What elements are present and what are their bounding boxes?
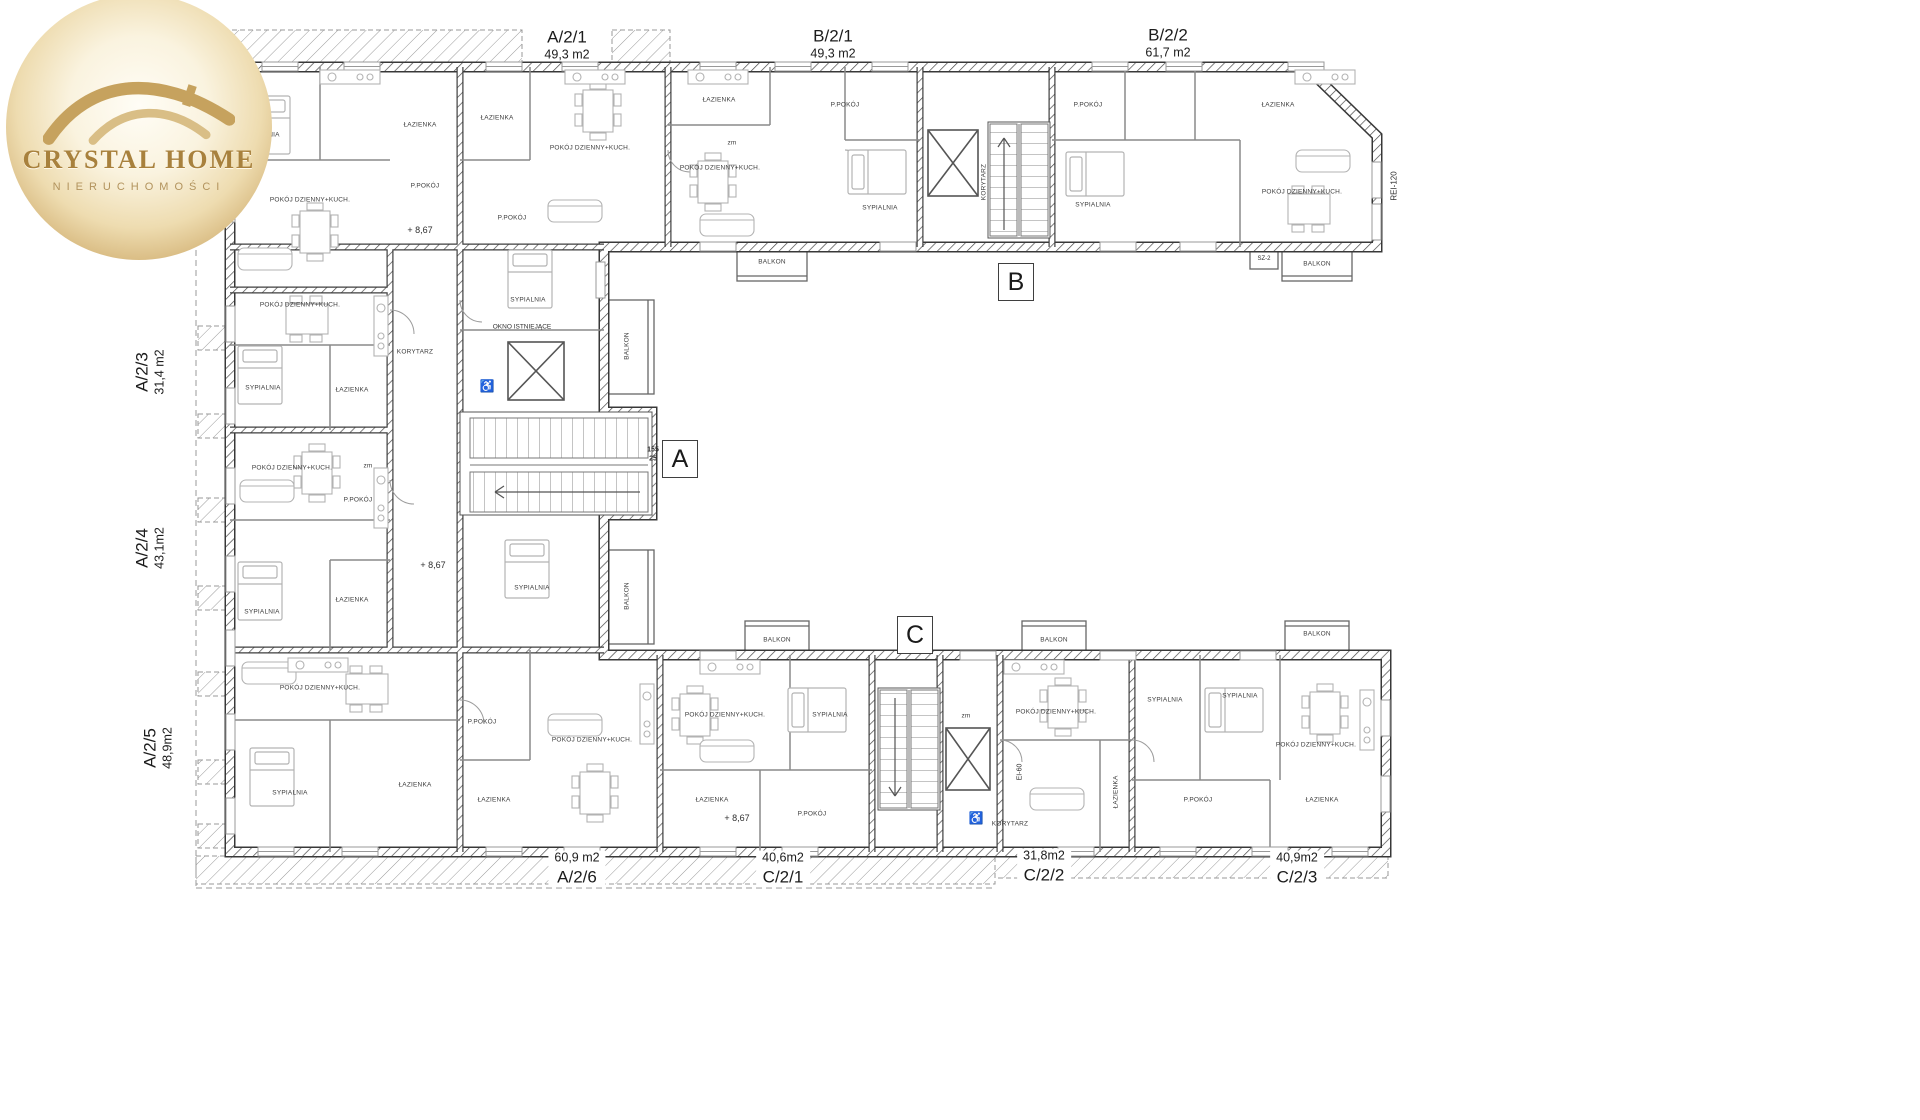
room-label: SYPIALNIA xyxy=(1075,201,1111,209)
room-label: SYPIALNIA xyxy=(1147,696,1183,704)
room-label: KORYTARZ xyxy=(991,820,1029,828)
windows xyxy=(225,61,1391,857)
unit-label-a23: A/2/3 31,4 m2 xyxy=(132,349,167,395)
room-label: POKÓJ DZIENNY+KUCH. xyxy=(269,196,351,204)
room-label: ŁAZIENKA xyxy=(1305,796,1339,804)
room-label: BALKON xyxy=(1303,260,1331,268)
door-dimension: 155 xyxy=(647,446,659,454)
door-dimension: 25 xyxy=(649,455,657,463)
room-label: zm xyxy=(961,712,971,720)
room-label: POKÓJ DZIENNY+KUCH. xyxy=(684,711,766,719)
shaft-label: SZ-2 xyxy=(1257,256,1271,262)
staircase-b xyxy=(987,121,1051,239)
room-label: BALKON xyxy=(758,258,786,266)
room-label: ŁAZIENKA xyxy=(1261,101,1295,109)
room-label: SYPIALNIA xyxy=(245,384,281,392)
room-label: SYPIALNIA xyxy=(1222,692,1258,700)
unit-label-a24: A/2/4 43,1m2 xyxy=(132,527,167,569)
elevation-mark: + 8,67 xyxy=(420,560,446,570)
room-label: BALKON xyxy=(1303,630,1331,638)
room-label: POKÓJ DZIENNY+KUCH. xyxy=(1015,708,1097,716)
room-label: SYPIALNIA xyxy=(862,204,898,212)
room-label: ŁAZIENKA xyxy=(702,96,736,104)
room-label: BALKON xyxy=(623,332,631,360)
room-label: P.POKÓJ xyxy=(497,214,527,222)
apartment-divider-walls xyxy=(230,67,1136,852)
room-label: zm xyxy=(363,462,373,470)
room-label: P.POKÓJ xyxy=(830,101,860,109)
room-label: SYPIALNIA xyxy=(272,789,308,797)
room-label: BALKON xyxy=(763,636,791,644)
staircase-c xyxy=(877,687,941,811)
unit-label-c22: 31,8m2 C/2/2 xyxy=(1017,848,1071,886)
section-marker-a: A xyxy=(662,440,698,478)
room-label: P.POKÓJ xyxy=(797,810,827,818)
unit-label-b22: B/2/2 61,7 m2 xyxy=(1145,25,1191,60)
room-label: SYPIALNIA xyxy=(510,296,546,304)
fire-rating-note: REI-120 xyxy=(1389,171,1399,201)
room-label: POKÓJ DZIENNY+KUCH. xyxy=(549,144,631,152)
room-label: P.POKÓJ xyxy=(1183,796,1213,804)
fire-door-note: EI-60 xyxy=(1016,763,1024,781)
elevator-c xyxy=(945,727,991,791)
wheelchair-icon: ♿ xyxy=(479,379,495,393)
room-label: ŁAZIENKA xyxy=(335,386,369,394)
logo-title: CRYSTAL HOME xyxy=(22,145,256,174)
room-label: ŁAZIENKA xyxy=(403,121,437,129)
room-label: POKÓJ DZIENNY+KUCH. xyxy=(1261,188,1343,196)
unit-label-a21: A/2/1 49,3 m2 xyxy=(544,27,590,62)
room-label: POKÓJ DZIENNY+KUCH. xyxy=(279,684,361,692)
room-label: POKÓJ DZIENNY+KUCH. xyxy=(679,164,761,172)
room-label: POKÓJ DZIENNY+KUCH. xyxy=(551,736,633,744)
elevator-a xyxy=(507,341,565,401)
logo: CRYSTAL HOME NIERUCHOMOŚCI xyxy=(6,0,272,260)
room-label: P.POKÓJ xyxy=(410,182,440,190)
unit-label-a25: A/2/5 48,9m2 xyxy=(140,727,175,769)
room-label: BALKON xyxy=(1040,636,1068,644)
room-partitions xyxy=(230,67,1281,852)
wheelchair-icon: ♿ xyxy=(968,811,984,825)
room-label: SYPIALNIA xyxy=(514,584,550,592)
room-label: SYPIALNIA xyxy=(244,608,280,616)
section-marker-b: B xyxy=(998,263,1034,301)
building-outline xyxy=(224,61,1392,858)
room-label: P.POKÓJ xyxy=(1073,101,1103,109)
unit-label-c23: 40,9m2 C/2/3 xyxy=(1270,850,1324,888)
room-label: zm xyxy=(727,139,737,147)
room-label: POKÓJ DZIENNY+KUCH. xyxy=(259,301,341,309)
room-label: ŁAZIENKA xyxy=(477,796,511,804)
unit-label-c21: 40,6m2 C/2/1 xyxy=(756,850,810,888)
room-label: KORYTARZ xyxy=(396,348,434,356)
logo-roof-icon xyxy=(43,81,235,145)
room-label: P.POKÓJ xyxy=(467,718,497,726)
section-marker-c: C xyxy=(897,616,933,654)
room-label: ŁAZIENKA xyxy=(335,596,369,604)
existing-window-note: OKNO ISTNIEJĄCE xyxy=(492,323,552,331)
room-label: POKÓJ DZIENNY+KUCH. xyxy=(1275,741,1357,749)
balconies xyxy=(603,246,1353,656)
elevation-mark: + 8,67 xyxy=(724,813,750,823)
room-label: POKÓJ DZIENNY+KUCH. xyxy=(251,464,333,472)
unit-label-a26: 60,9 m2 A/2/6 xyxy=(548,850,606,888)
logo-subtitle: NIERUCHOMOŚCI xyxy=(52,181,226,193)
room-label: KORYTARZ xyxy=(980,163,988,201)
elevator-b xyxy=(927,129,979,197)
room-label: ŁAZIENKA xyxy=(695,796,729,804)
room-label: ŁAZIENKA xyxy=(1112,775,1120,809)
unit-label-b21: B/2/1 49,3 m2 xyxy=(810,26,856,61)
staircase-a xyxy=(459,411,653,516)
room-label: ŁAZIENKA xyxy=(480,114,514,122)
room-label: P.POKÓJ xyxy=(343,496,373,504)
room-label: SYPIALNIA xyxy=(812,711,848,719)
room-label: ŁAZIENKA xyxy=(398,781,432,789)
room-label: BALKON xyxy=(623,582,631,610)
elevation-mark: + 8,67 xyxy=(407,225,433,235)
